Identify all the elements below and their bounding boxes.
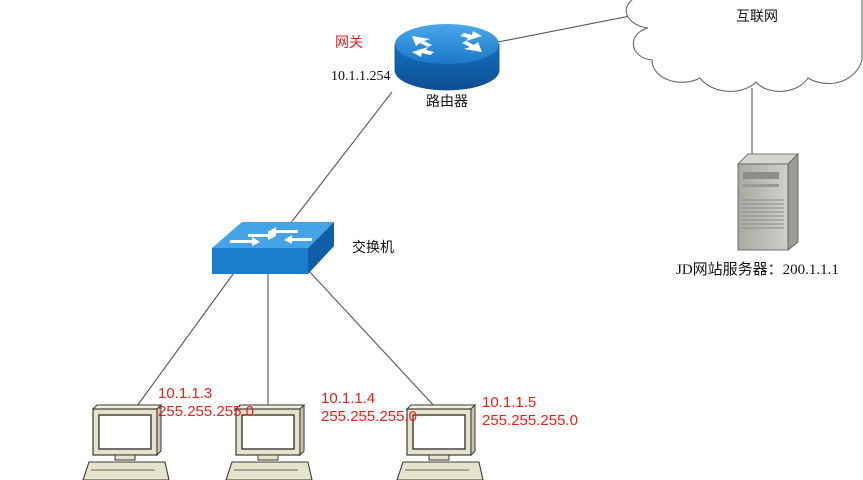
gateway-ip: 10.1.1.254 bbox=[331, 69, 391, 84]
link-router-internet bbox=[497, 13, 641, 43]
server-icon bbox=[737, 153, 799, 251]
switch-label: 交换机 bbox=[352, 241, 394, 256]
links bbox=[136, 13, 753, 409]
host-computer-icon bbox=[225, 403, 313, 480]
host-3-ip: 10.1.1.5 bbox=[482, 394, 537, 411]
switch-icon bbox=[212, 222, 334, 274]
router-icon bbox=[394, 24, 500, 91]
router-label: 路由器 bbox=[426, 95, 468, 110]
host-3-mask: 255.255.255.0 bbox=[482, 412, 578, 429]
internet-cloud-icon bbox=[625, 0, 863, 92]
gateway-label: 网关 bbox=[335, 36, 363, 51]
link-router-switch bbox=[289, 91, 393, 225]
host-2-mask: 255.255.255.0 bbox=[321, 408, 417, 425]
link-switch-host-3 bbox=[307, 269, 437, 409]
host-2-ip: 10.1.1.4 bbox=[321, 390, 376, 407]
host-1-address: 10.1.1.3 255.255.255.0 bbox=[158, 385, 254, 421]
host-computer-icon bbox=[82, 403, 170, 480]
internet-label: 互联网 bbox=[736, 10, 778, 25]
server-label: JD网站服务器：200.1.1.1 bbox=[676, 262, 839, 278]
host-1-ip: 10.1.1.3 bbox=[158, 385, 213, 402]
link-switch-host-1 bbox=[136, 269, 237, 407]
host-3-address: 10.1.1.5 255.255.255.0 bbox=[482, 394, 578, 430]
host-2-address: 10.1.1.4 255.255.255.0 bbox=[321, 390, 417, 426]
host-1-mask: 255.255.255.0 bbox=[158, 403, 254, 420]
host-computer-icon bbox=[396, 403, 484, 480]
